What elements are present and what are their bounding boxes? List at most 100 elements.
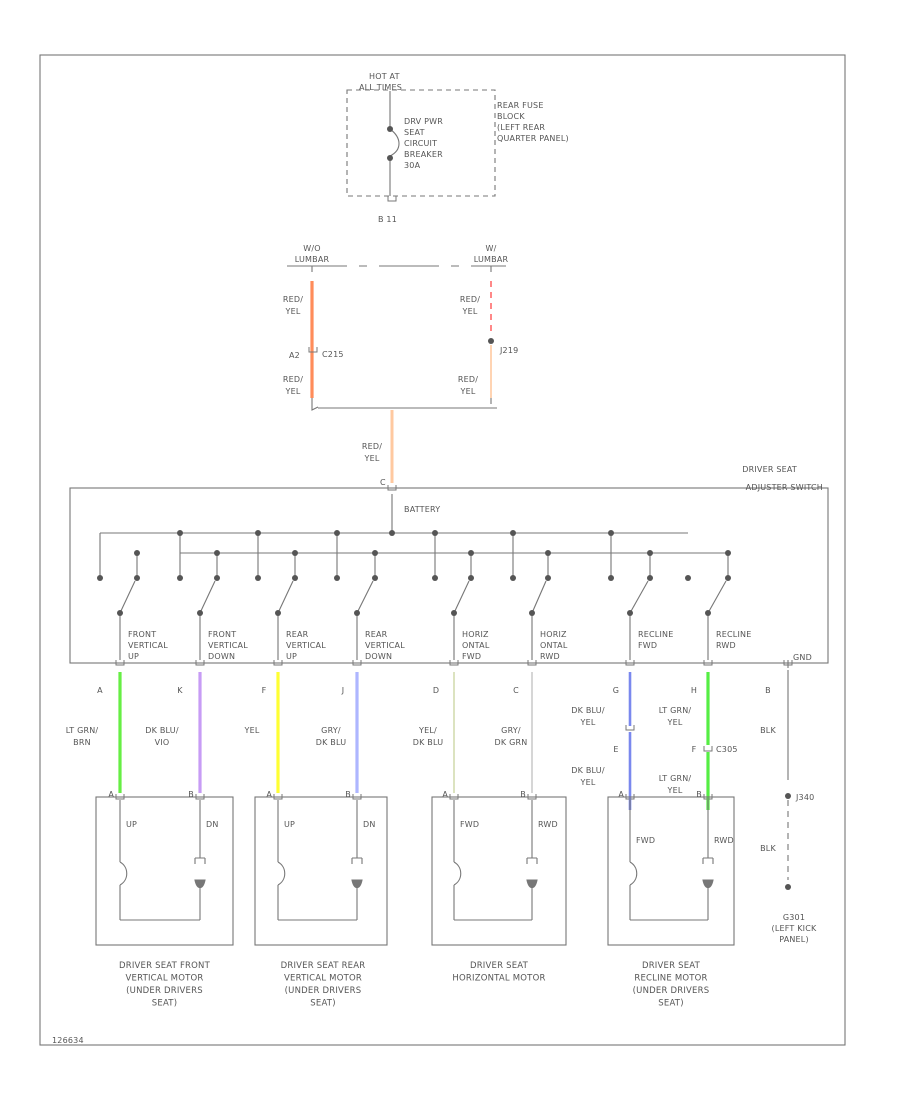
wire-pin-letter: A	[97, 686, 103, 695]
fixed-contact	[685, 575, 691, 581]
switch-output-pin	[115, 660, 125, 666]
motor-outline	[254, 796, 388, 946]
switch-pivot	[117, 610, 123, 616]
bus-splice	[334, 530, 340, 536]
wire-label: YEL	[460, 387, 476, 396]
motor-pin-a	[625, 794, 635, 800]
colored-wires	[118, 281, 710, 810]
motor-coil	[277, 861, 286, 886]
motor-terminal-label: DN	[363, 820, 376, 829]
hot-at-label: HOT AT	[369, 72, 400, 81]
bus-splice	[292, 550, 298, 556]
motor-outline	[431, 796, 567, 946]
wire-label: RED/	[458, 375, 478, 384]
switch-position-label: RECLINE	[638, 630, 673, 639]
gnd-label: GND	[793, 653, 812, 662]
fixed-contact	[177, 575, 183, 581]
wire-label: YEL	[364, 454, 380, 463]
motor-terminal-label: UP	[126, 820, 137, 829]
wire-label: BLK	[760, 844, 776, 853]
bus-splice	[510, 530, 516, 536]
switch-pin-label: C	[380, 478, 386, 487]
breaker-label: CIRCUIT	[404, 139, 437, 148]
hot-at-label: ALL TIMES	[359, 83, 402, 92]
switch-output-pin	[273, 660, 283, 666]
fixed-contact	[608, 575, 614, 581]
breaker-label: 30A	[404, 161, 421, 170]
wire-label: YEL	[285, 307, 301, 316]
motor-coil	[453, 861, 462, 886]
motor-caption: DRIVER SEAT FRONT	[119, 961, 211, 971]
wire-label: YEL	[580, 718, 596, 727]
switch-position-label: FWD	[638, 641, 657, 650]
motor-outline	[95, 796, 234, 946]
motor-terminal-label: UP	[284, 820, 295, 829]
motor-brush	[351, 857, 363, 864]
motor-pin-letter: A	[266, 790, 272, 799]
fuse-block-label: BLOCK	[497, 112, 525, 121]
motor-caption: SEAT)	[310, 999, 335, 1009]
breaker-contact	[387, 126, 393, 132]
motor-pin-letter: A	[618, 790, 624, 799]
fixed-contact	[292, 575, 298, 581]
wire-label: BRN	[73, 738, 91, 747]
breaker-label: BREAKER	[404, 150, 443, 159]
motor-coil	[119, 861, 128, 886]
fuse-block-label: REAR FUSE	[497, 101, 544, 110]
fixed-contact	[510, 575, 516, 581]
switch-output-pin	[783, 660, 793, 666]
switch-pivot	[627, 610, 633, 616]
motor-caption: VERTICAL MOTOR	[284, 974, 362, 984]
switch-pin-c	[387, 485, 397, 491]
connector-pin-letter: F	[692, 745, 697, 754]
motor-pin-letter: B	[188, 790, 194, 799]
motor-pin-b	[195, 794, 205, 800]
switch-position-label: VERTICAL	[128, 641, 168, 650]
fixed-contact	[432, 575, 438, 581]
switch-blade	[531, 580, 547, 614]
bus-splice	[432, 530, 438, 536]
splice-j340	[785, 793, 791, 799]
wire-label: YEL	[580, 778, 596, 787]
fixed-contact	[468, 575, 474, 581]
motor-caption: (UNDER DRIVERS	[285, 986, 362, 996]
switch-blade	[199, 580, 216, 614]
switch-output-pin	[352, 660, 362, 666]
motor-pin-b	[352, 794, 362, 800]
switch-position-label: FRONT	[208, 630, 236, 639]
switch-output-pin	[449, 660, 459, 666]
bus-splice	[255, 530, 261, 536]
fixed-contact	[214, 575, 220, 581]
motor-pin-a	[449, 794, 459, 800]
fuse-block-label: QUARTER PANEL)	[497, 134, 569, 143]
wire-label: DK BLU	[316, 738, 347, 747]
switch-output-pin	[195, 660, 205, 666]
bus-splice	[647, 550, 653, 556]
switch-blade	[453, 580, 470, 614]
connector-pin	[625, 725, 635, 731]
switch-position-label: FWD	[462, 652, 481, 661]
wire-label: YEL	[667, 718, 683, 727]
motor-brush	[526, 857, 538, 864]
switch-output-pin	[527, 660, 537, 666]
motor-terminal-label: FWD	[636, 836, 655, 845]
switch-position-label: VERTICAL	[365, 641, 405, 650]
wire-label: LT GRN/	[659, 706, 692, 715]
switch-position-label: DOWN	[365, 652, 392, 661]
motor-terminal-label: DN	[206, 820, 219, 829]
motor-armature	[194, 879, 206, 889]
fixed-contact	[545, 575, 551, 581]
wire-label: DK BLU/	[571, 766, 605, 775]
motor-caption: DRIVER SEAT REAR	[281, 961, 366, 971]
switch-title: DRIVER SEAT	[742, 465, 797, 474]
wire-label: YEL	[285, 387, 301, 396]
option-label: W/	[485, 244, 496, 253]
motor-terminal-label: FWD	[460, 820, 479, 829]
switch-position-label: RWD	[716, 641, 736, 650]
wire-pin-letter: B	[765, 686, 771, 695]
wire-label: RED/	[362, 442, 382, 451]
circuit-lines	[39, 54, 846, 1046]
fixed-contact	[255, 575, 261, 581]
wire-label: DK GRN	[495, 738, 528, 747]
